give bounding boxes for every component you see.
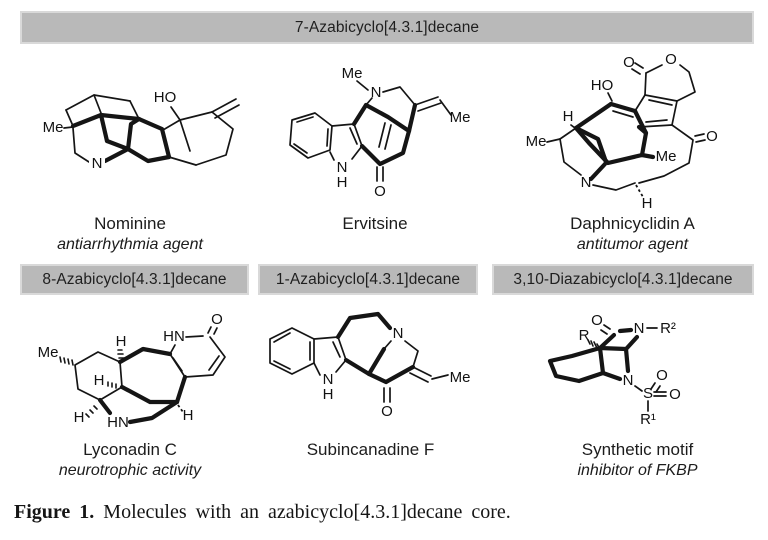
atom-label-r1: R¹: [640, 411, 656, 428]
molecule-subincanadine-structure: N Me N H O: [269, 311, 471, 420]
molecule-lyconadin-structure: Me H H H H HN O HN: [38, 311, 226, 431]
atom-label-o: O: [381, 403, 393, 420]
atom-label-n-indole: N: [323, 371, 334, 388]
atom-label-o-amide: O: [591, 312, 603, 329]
atom-label-n: N: [581, 174, 592, 191]
atom-label-o-ketone: O: [706, 128, 718, 145]
atom-label-n-methyl: Me: [342, 65, 363, 82]
label-daphnicyclidin: Daphnicyclidin A antitumor agent: [505, 213, 760, 255]
atom-label-n: N: [92, 155, 103, 172]
section-header-8-azabicyclo: 8-Azabicyclo[4.3.1]decane: [20, 264, 249, 295]
section-header-label: 1-Azabicyclo[4.3.1]decane: [275, 270, 461, 288]
atom-label-n-top: N: [393, 325, 404, 342]
atom-label-hn-bottom: HN: [107, 414, 129, 431]
molecule-name: Daphnicyclidin A: [570, 214, 695, 233]
molecule-name: Subincanadine F: [306, 440, 435, 459]
atom-label-me-left: Me: [526, 133, 547, 150]
label-ervitsine: Ervitsine: [270, 213, 480, 234]
atom-label-me: Me: [43, 119, 64, 136]
molecule-daphnicyclidin-structure: O O HO H Me Me O N H: [526, 51, 718, 212]
molecule-name: Nominine: [94, 214, 166, 233]
section-header-label: 7-Azabicyclo[4.3.1]decane: [294, 18, 480, 36]
atom-label-o-ring: O: [665, 51, 677, 68]
section-header-7-azabicyclo: 7-Azabicyclo[4.3.1]decane: [20, 11, 754, 44]
figure-caption-label: Figure 1.: [14, 501, 95, 523]
atom-label-r2: R²: [660, 320, 676, 337]
atom-label-o: O: [211, 311, 223, 328]
figure-caption: Figure 1. Molecules with an azabicyclo[4…: [14, 501, 758, 524]
atom-label-h-mid: H: [94, 372, 105, 389]
atom-label-hn-top: HN: [163, 328, 185, 345]
atom-label-o-right: O: [669, 386, 681, 403]
label-subincanadine: Subincanadine F: [258, 439, 483, 460]
molecule-name: Ervitsine: [342, 214, 408, 233]
atom-label-s: S: [643, 385, 653, 402]
atom-label-o-top: O: [656, 367, 668, 384]
molecule-name: Synthetic motif: [581, 440, 694, 459]
atom-label-r: R: [579, 327, 590, 344]
molecule-activity: antiarrhythmia agent: [57, 236, 203, 253]
atom-label-o-lactone: O: [623, 54, 635, 71]
atom-label-h-right: H: [183, 407, 194, 424]
atom-label-n-amide: N: [634, 320, 645, 337]
molecule-activity: inhibitor of FKBP: [577, 462, 698, 479]
section-header-1-azabicyclo: 1-Azabicyclo[4.3.1]decane: [258, 264, 478, 295]
molecule-activity: neurotrophic activity: [58, 462, 202, 479]
molecule-ervitsine-structure: Me N Me N H O: [289, 65, 471, 200]
atom-label-ho: HO: [154, 89, 177, 106]
atom-label-h-indole: H: [337, 174, 348, 191]
label-lyconadin: Lyconadin C neurotrophic activity: [20, 439, 240, 481]
section-header-label: 3,10-Diazabicyclo[4.3.1]decane: [513, 270, 733, 288]
label-synthetic-motif: Synthetic motif inhibitor of FKBP: [520, 439, 755, 481]
atom-label-me: Me: [450, 369, 471, 386]
atom-label-h-left: H: [563, 108, 574, 125]
atom-label-h-bottomleft: H: [74, 409, 85, 426]
atom-label-h-bottom: H: [642, 195, 653, 212]
atom-label-n-sulfonyl: N: [623, 372, 634, 389]
atom-label-me-right: Me: [450, 109, 471, 126]
atom-label-h-top: H: [116, 333, 127, 350]
atom-label-o: O: [374, 183, 386, 200]
atom-label-h-indole: H: [323, 386, 334, 403]
section-header-label: 8-Azabicyclo[4.3.1]decane: [42, 270, 227, 288]
atom-label-ho: HO: [591, 77, 614, 94]
molecule-synthetic-motif-structure: O N R² R N S O O R¹: [547, 312, 681, 428]
label-mask: [89, 156, 105, 170]
figure-caption-text: Molecules with an azabicyclo[4.3.1]decan…: [103, 501, 511, 523]
atom-label-n-indole: N: [337, 159, 348, 176]
molecule-activity: antitumor agent: [576, 236, 689, 253]
molecule-nominine-structure: Me HO N: [43, 89, 240, 172]
section-header-310-diazabicyclo: 3,10-Diazabicyclo[4.3.1]decane: [492, 264, 754, 295]
molecule-name: Lyconadin C: [83, 440, 177, 459]
atom-label-me-center: Me: [656, 148, 677, 165]
atom-label-n-top: N: [371, 84, 382, 101]
label-nominine: Nominine antiarrhythmia agent: [20, 213, 240, 255]
atom-label-me: Me: [38, 344, 59, 361]
